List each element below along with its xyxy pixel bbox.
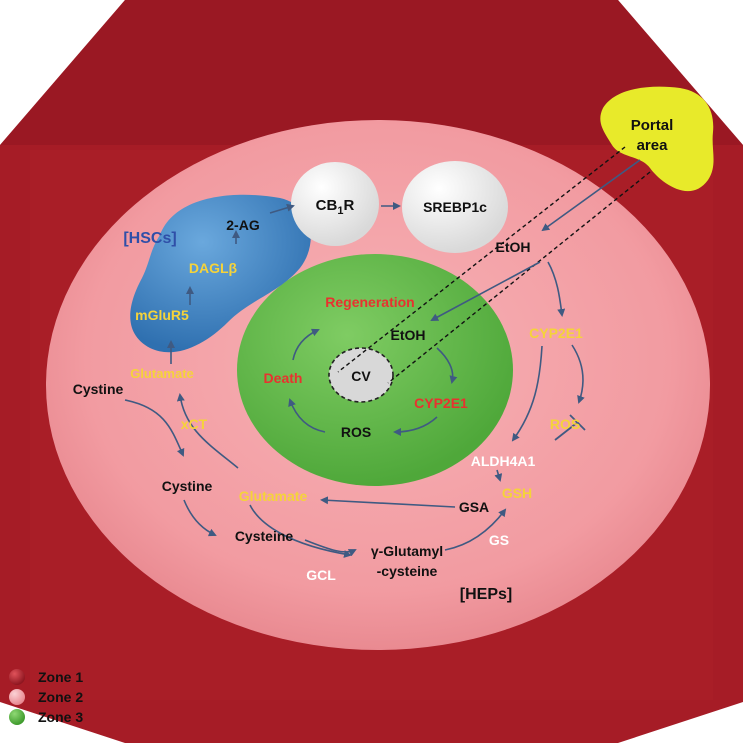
etoh-outer-label: EtOH <box>496 239 531 255</box>
mglur5-label: mGluR5 <box>135 307 189 323</box>
cyp2e1-outer-label: CYP2E1 <box>529 325 583 341</box>
glutamate-top-label: Glutamate <box>130 366 194 381</box>
gsa-label: GSA <box>459 499 489 515</box>
legend-zone2-swatch <box>9 689 25 705</box>
ros-inner-label: ROS <box>341 424 371 440</box>
portal-cv-dashed-line-2 <box>387 171 651 384</box>
cysteine-label: Cysteine <box>235 528 294 544</box>
portal-area-label-2: area <box>637 137 669 154</box>
death-label: Death <box>264 370 303 386</box>
etoh-inner-label: EtOH <box>391 327 426 343</box>
2ag-label: 2-AG <box>226 217 260 233</box>
gamma-glutamyl-label-2: -cysteine <box>377 563 438 579</box>
cb1r-cell <box>291 162 379 246</box>
cb1r-label: CB1R <box>316 197 355 217</box>
gcl-label: GCL <box>306 567 336 583</box>
daglb-label: DAGLβ <box>189 260 238 276</box>
ros-outer-label: ROS <box>550 416 580 432</box>
legend-zone2-label: Zone 2 <box>38 689 83 705</box>
portal-cv-dashed-line-1 <box>337 146 626 373</box>
legend-zone3-label: Zone 3 <box>38 709 83 725</box>
central-vein <box>328 347 394 403</box>
legend: Zone 1 Zone 2 Zone 3 <box>9 669 83 725</box>
cyp2e1-inner-label: CYP2E1 <box>414 395 468 411</box>
srebp1c-label: SREBP1c <box>423 199 487 215</box>
gamma-glutamyl-label-1: γ-Glutamyl <box>371 543 443 559</box>
gsh-label: GSH <box>502 485 532 501</box>
cv-label: CV <box>351 368 371 384</box>
portal-area <box>600 86 714 192</box>
legend-zone1-swatch <box>9 669 25 685</box>
gs-label: GS <box>489 532 509 548</box>
cystine-top-label: Cystine <box>73 381 124 397</box>
heps-label: [HEPs] <box>460 586 512 603</box>
pathway-arrows <box>124 159 641 558</box>
portal-area-label-1: Portal <box>631 117 674 134</box>
xct-label: xCT <box>181 416 208 432</box>
legend-zone3-swatch <box>9 709 25 725</box>
hscs-label: [HSCs] <box>123 230 176 247</box>
aldh4a1-label: ALDH4A1 <box>471 453 536 469</box>
glutamate-mid-label: Glutamate <box>239 488 308 504</box>
regeneration-label: Regeneration <box>325 294 414 310</box>
legend-zone1-label: Zone 1 <box>38 669 83 685</box>
srebp1c-cell <box>402 161 508 253</box>
hsc-cell <box>130 194 311 353</box>
cystine-mid-label: Cystine <box>162 478 213 494</box>
